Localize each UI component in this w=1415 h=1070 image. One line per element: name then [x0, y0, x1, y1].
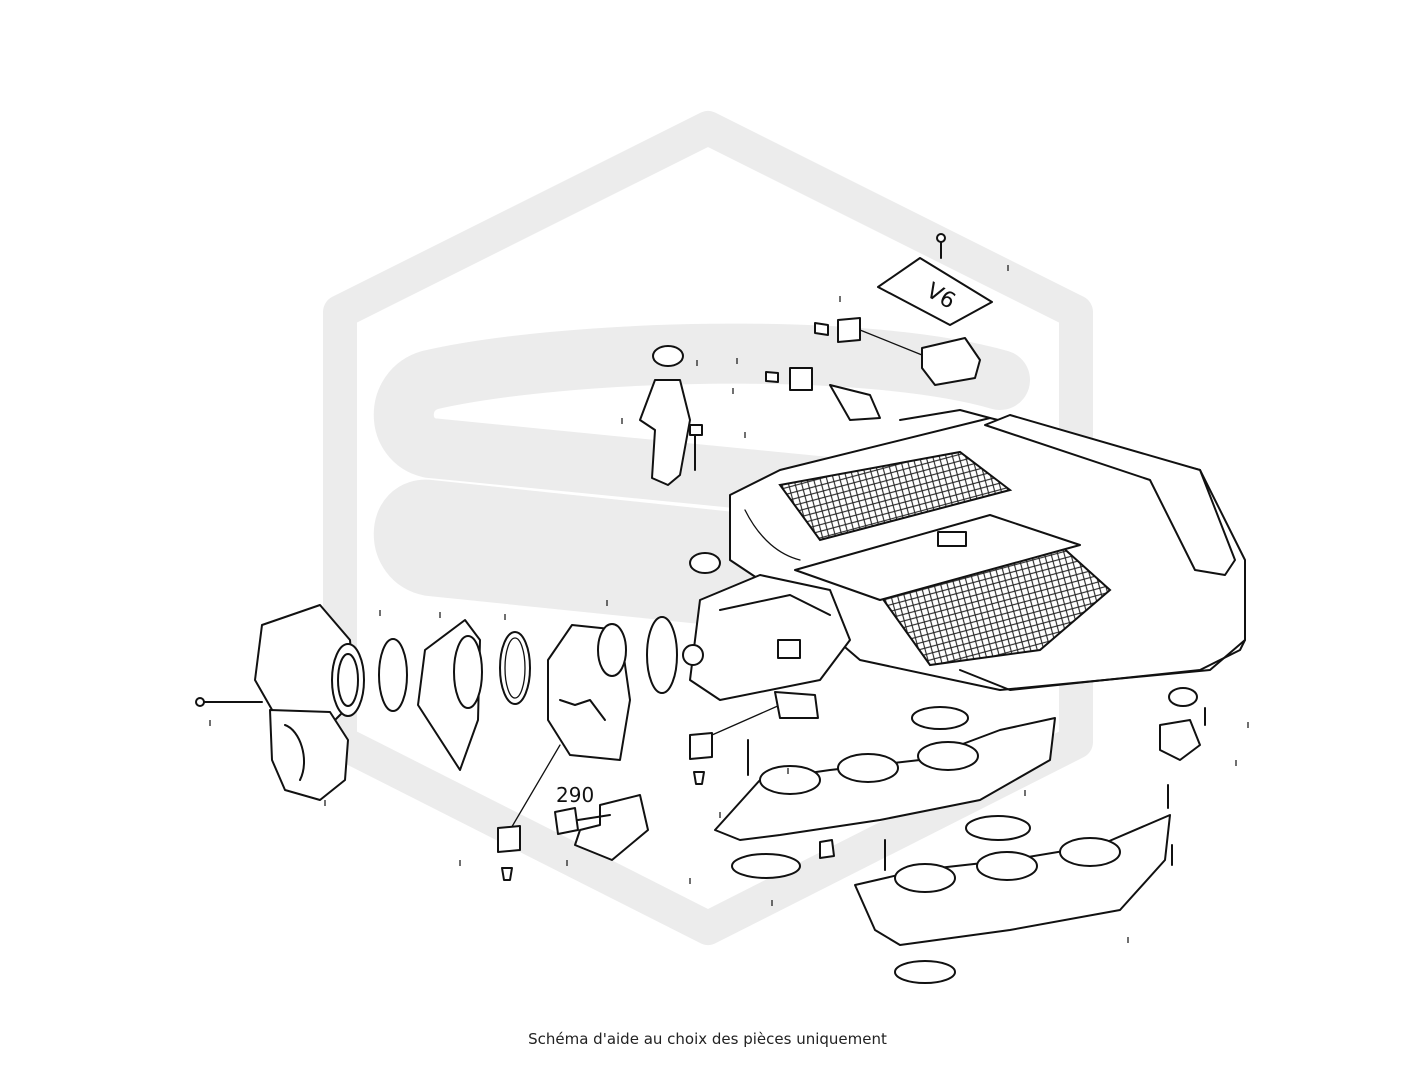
- reference-ticks: [209, 265, 1249, 943]
- watermark-logo-icon: [323, 111, 1093, 945]
- intake-manifold-lower: [854, 784, 1173, 984]
- v6-badge-plate: V6: [877, 233, 993, 326]
- seal-ring-2: [499, 631, 531, 705]
- sensor-upper: [814, 317, 981, 386]
- intake-duct: [682, 574, 851, 701]
- throttle-body: [195, 604, 365, 801]
- seal-ring-3: [646, 616, 678, 694]
- seal-ring-1: [378, 638, 408, 712]
- diagram-caption: Schéma d'aide au choix des pièces unique…: [528, 1030, 887, 1048]
- engine-cover: [729, 409, 1246, 691]
- plug-right: [1159, 687, 1206, 761]
- intake-manifold-upper: [714, 706, 1056, 879]
- connector-lower-mid: [689, 691, 819, 785]
- callout-290-label: 290: [556, 783, 594, 807]
- bracket-upper: [639, 345, 703, 486]
- connector-lower-left: [497, 744, 561, 881]
- throttle-actuator: [547, 623, 631, 761]
- plastic-shroud: [417, 619, 483, 771]
- sensor-middle: [765, 367, 881, 421]
- plug-mid: [689, 552, 721, 574]
- bracket-lower: [554, 794, 649, 861]
